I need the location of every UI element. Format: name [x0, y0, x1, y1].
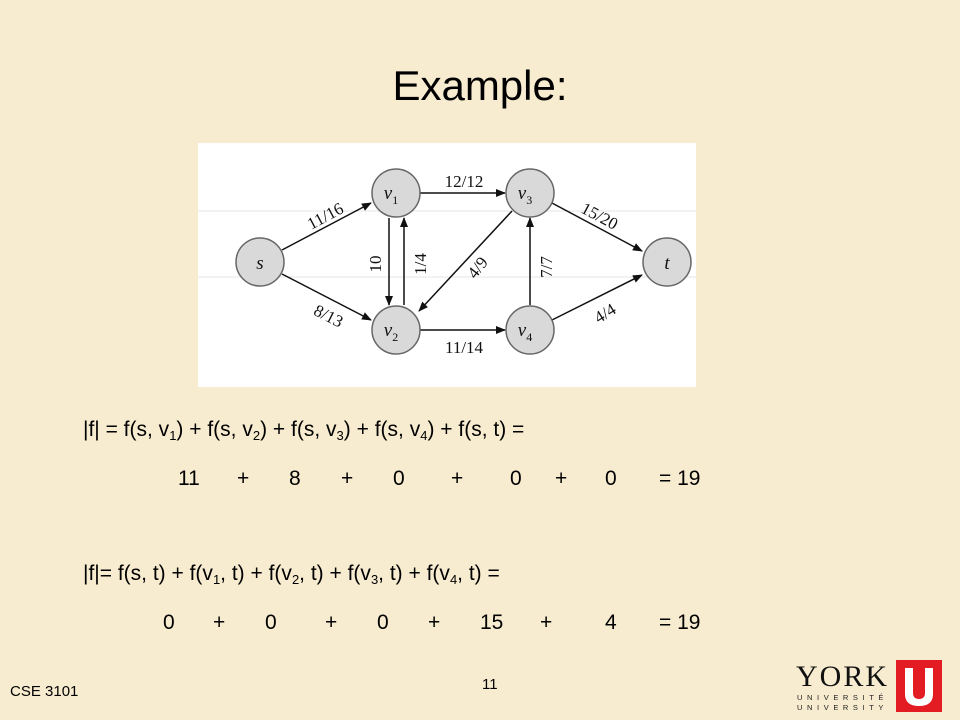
edge-label-v1-v2: 10 — [366, 256, 385, 273]
edge-label-v4-t: 4/4 — [591, 299, 620, 327]
operator: + — [237, 467, 250, 490]
edge-s-v2 — [281, 273, 372, 321]
node-v1-label: v1 — [384, 183, 398, 207]
node-v4 — [505, 305, 555, 355]
logo-wordmark: YORK — [796, 660, 890, 693]
flow-values-out-of-s: 11 + 8 + 0 + 0 + 0 = 19 — [0, 467, 960, 493]
slide-title: Example: — [392, 62, 568, 109]
operator: + — [325, 611, 338, 634]
eq3-sub: 1 — [212, 572, 221, 587]
edge-label-s-v2: 8/13 — [311, 301, 347, 332]
value: 11 — [178, 467, 200, 490]
node-v2 — [371, 305, 421, 355]
operator: + — [213, 611, 226, 634]
node-v4-label: v4 — [518, 320, 532, 344]
edge-v4-t — [551, 274, 643, 321]
operator: + — [540, 611, 553, 634]
course-code: CSE 3101 — [10, 683, 79, 700]
eq1-part: ) + f(s, t) = — [427, 418, 525, 441]
logo-u-mark-icon — [896, 660, 942, 712]
eq1-part: ) + f(s, v — [260, 418, 337, 441]
edge-v3-v2 — [418, 210, 513, 312]
eq3-part: |f|= f(s, t) + f(v — [83, 562, 213, 585]
eq3-sub: 2 — [291, 572, 300, 587]
page-number: 11 — [482, 676, 498, 693]
node-s — [235, 237, 285, 287]
eq1-part: ) + f(s, v — [176, 418, 253, 441]
york-university-logo: YORK UNIVERSITÉ UNIVERSITY — [796, 660, 944, 712]
eq3-sub: 3 — [370, 572, 379, 587]
operator: + — [341, 467, 354, 490]
flow-sum-out-of-s: |f| = f(s, v1) + f(s, v2) + f(s, v3) + f… — [83, 418, 524, 442]
edge-label-v2-v1: 1/4 — [411, 253, 430, 275]
eq1-part: |f| = f(s, v — [83, 418, 170, 441]
operator: + — [428, 611, 441, 634]
node-t-label: t — [664, 253, 670, 274]
eq1-sub: 3 — [336, 428, 344, 443]
flow-sum-into-t: |f|= f(s, t) + f(v1, t) + f(v2, t) + f(v… — [83, 562, 500, 586]
logo-universite: UNIVERSITÉ — [797, 693, 889, 702]
total: = 19 — [659, 467, 701, 490]
value: 0 — [163, 611, 175, 634]
operator: + — [451, 467, 464, 490]
edge-v3-t — [551, 202, 643, 252]
node-v3-label: v3 — [518, 183, 532, 207]
eq1-sub: 4 — [420, 428, 428, 443]
eq3-part: , t) + f(v — [299, 562, 371, 585]
value: 0 — [605, 467, 617, 490]
edge-label-v4-v3: 7/7 — [537, 256, 556, 278]
eq1-part: ) + f(s, v — [343, 418, 421, 441]
node-s-label: s — [256, 253, 263, 274]
value: 0 — [377, 611, 389, 634]
operator: + — [555, 467, 568, 490]
value: 8 — [289, 467, 301, 490]
node-t — [642, 237, 692, 287]
eq3-part: , t) = — [457, 562, 500, 585]
eq1-sub: 2 — [252, 428, 261, 443]
value: 0 — [265, 611, 277, 634]
edge-s-v1 — [281, 202, 372, 251]
value: 0 — [393, 467, 405, 490]
value: 0 — [510, 467, 522, 490]
logo-university: UNIVERSITY — [797, 703, 889, 712]
eq1-sub: 1 — [169, 428, 177, 443]
flow-network-diagram: 11/16 8/13 12/12 10 1/4 4/9 7/7 11/14 15… — [198, 143, 696, 387]
flow-network-svg: 11/16 8/13 12/12 10 1/4 4/9 7/7 11/14 15… — [198, 168, 696, 357]
edge-label-s-v1: 11/16 — [304, 199, 347, 234]
edge-label-v1-v3: 12/12 — [445, 172, 484, 191]
value: 4 — [605, 611, 617, 634]
flow-values-into-t: 0 + 0 + 0 + 15 + 4 = 19 — [0, 611, 960, 637]
eq3-part: , t) + f(v — [378, 562, 450, 585]
node-v2-label: v2 — [384, 320, 398, 344]
node-v3 — [505, 168, 555, 218]
eq3-part: , t) + f(v — [220, 562, 292, 585]
eq3-sub: 4 — [449, 572, 458, 587]
value: 15 — [480, 611, 504, 634]
node-v1 — [371, 168, 421, 218]
total: = 19 — [659, 611, 701, 634]
edge-label-v2-v4: 11/14 — [445, 338, 484, 357]
